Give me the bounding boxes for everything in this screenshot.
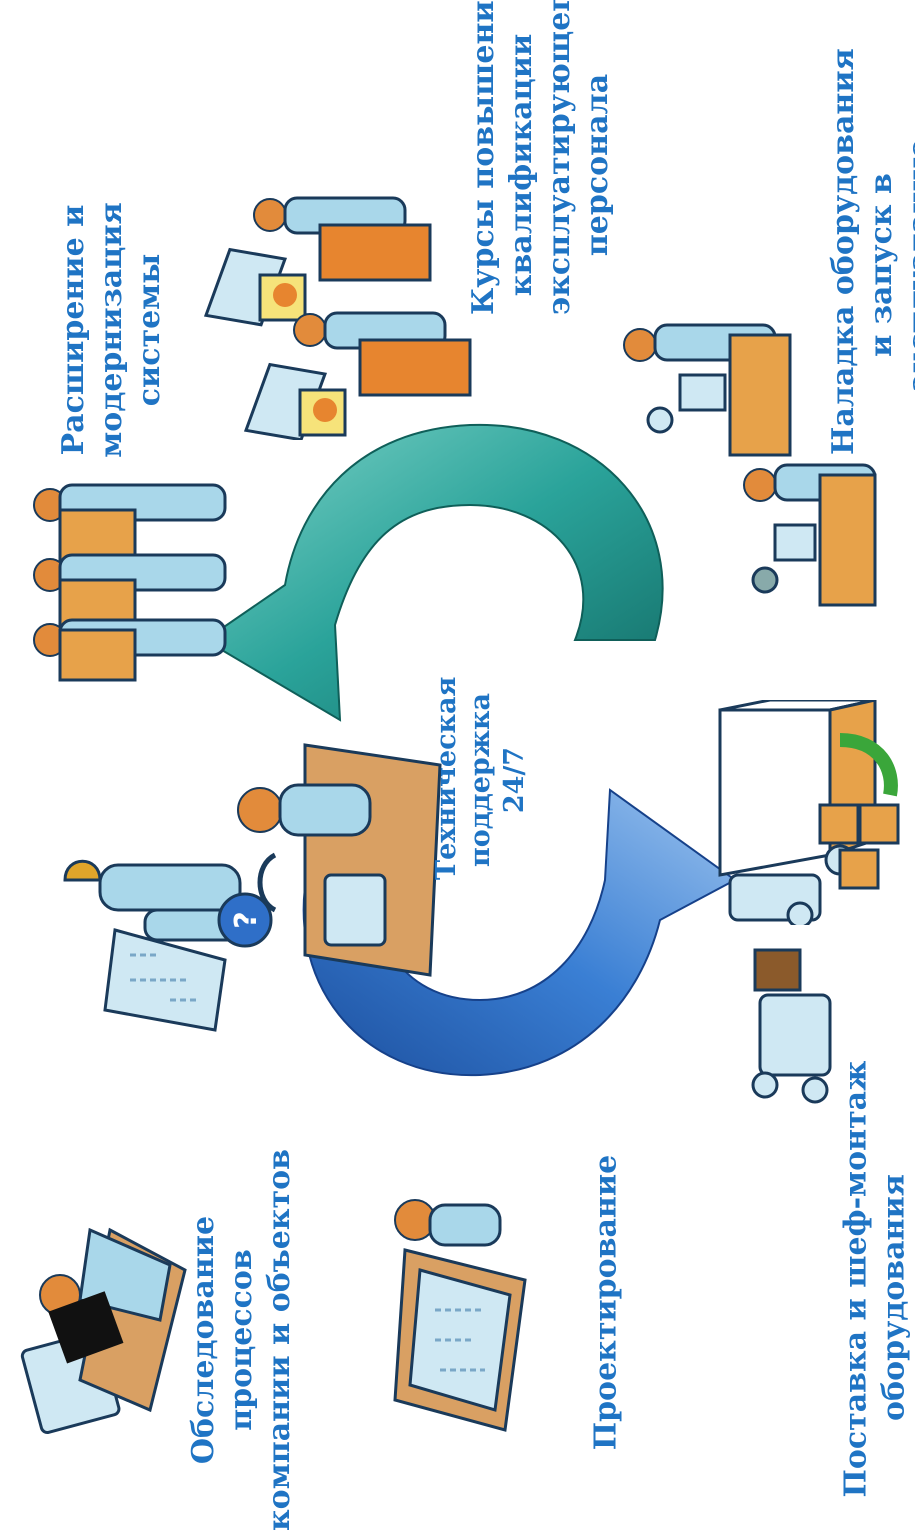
boxes-carriers-icon: [20, 470, 240, 685]
label-design: Проектирование: [588, 1153, 633, 1453]
label-delivery: Поставка и шеф-монтаж оборудования: [838, 1098, 915, 1498]
forklift-icon: [745, 940, 840, 1110]
service-cycle-diagram: ?: [0, 0, 915, 1470]
designer-icon: [385, 1190, 535, 1440]
presenter-chart-icon: [200, 190, 480, 440]
boxes-stack-icon: [815, 800, 905, 900]
helpdesk-icon: ?: [215, 725, 445, 980]
person-desk-icon: [20, 1190, 195, 1440]
label-expansion: Расширение и модернизация системы: [55, 190, 185, 470]
label-survey: Обследование процессов компании и объект…: [185, 1145, 315, 1535]
svg-text:?: ?: [229, 911, 264, 928]
label-tech-support: Техническая поддержка 24/7: [430, 680, 540, 880]
teal-cycle-arrow-icon: [205, 425, 663, 720]
label-training: Курсы повышения квалификации эксплуатиру…: [465, 15, 635, 315]
label-commissioning: Наладка оборудования и запуск в эксплуат…: [825, 75, 915, 455]
